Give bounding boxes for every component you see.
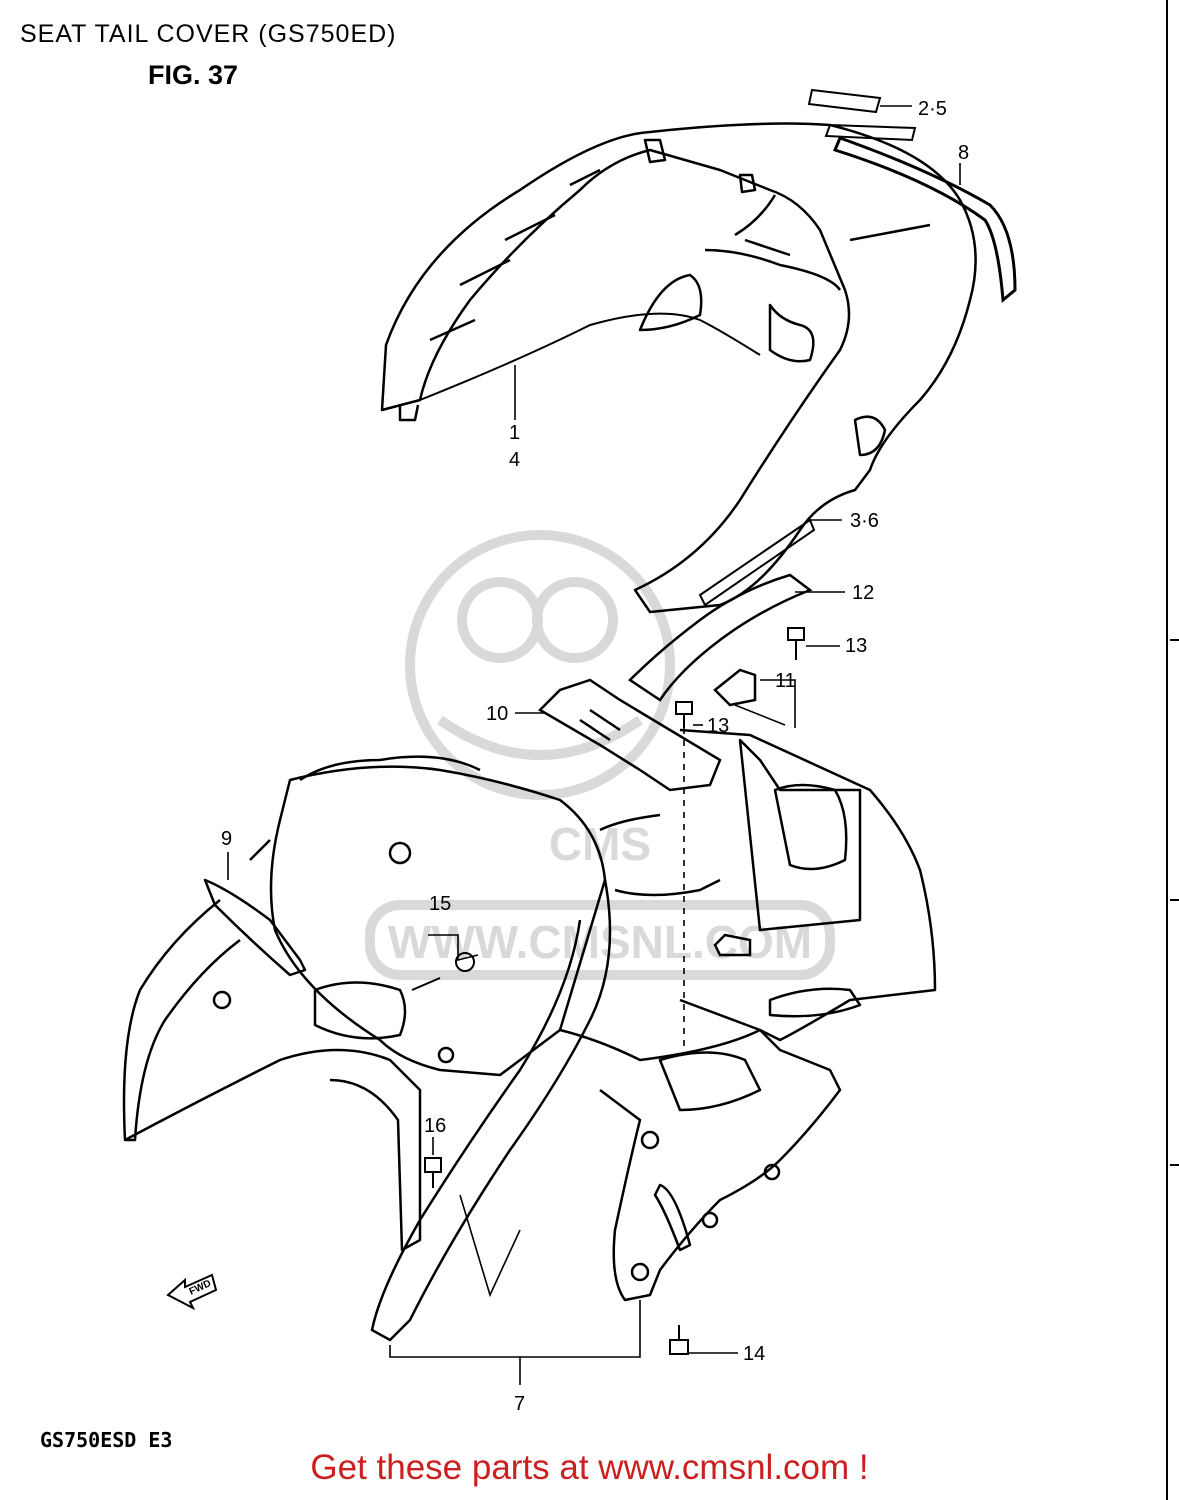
callout-8: 8 xyxy=(958,142,969,164)
part-emblem xyxy=(807,88,917,142)
part-tail-cover xyxy=(380,122,977,614)
part-stripe-decal xyxy=(698,518,816,607)
model-code: GS750ESD E3 xyxy=(40,1428,173,1452)
watermark-logo-eye-right xyxy=(532,577,618,663)
part-bracket-12 xyxy=(628,573,813,702)
part-trim-strip xyxy=(832,136,1017,303)
screw-15 xyxy=(411,977,441,991)
watermark-text: WWW.CMSNL.COM xyxy=(388,916,812,968)
diagram-title: SEAT TAIL COVER (GS750ED) xyxy=(20,20,397,48)
bolt-13b xyxy=(675,701,693,715)
bolt-16 xyxy=(424,1157,442,1173)
watermark-logo-text: CMS xyxy=(549,818,651,870)
callout-13-top: 13 xyxy=(845,635,867,657)
callout-9: 9 xyxy=(221,828,232,850)
callout-13-mid: 13 xyxy=(707,715,729,737)
watermark-logo-circle xyxy=(405,530,675,800)
watermark-logo-eye-left xyxy=(457,577,543,663)
callout-7: 7 xyxy=(514,1393,525,1415)
callout-1: 1 xyxy=(509,422,520,444)
watermark-logo-mouth xyxy=(437,715,643,760)
washer-15 xyxy=(455,952,475,972)
callout-14: 14 xyxy=(743,1343,765,1365)
callout-15: 15 xyxy=(429,893,451,915)
figure-number: FIG. 37 xyxy=(148,60,239,90)
part-rear-fender xyxy=(122,728,937,1342)
callout-3-6: 3·6 xyxy=(850,510,879,532)
part-bracket-11 xyxy=(713,668,757,957)
watermark xyxy=(365,530,835,980)
leader-lines xyxy=(227,105,961,1385)
callout-4: 4 xyxy=(509,449,520,471)
part-bolts xyxy=(411,627,805,1355)
parts-link-banner[interactable]: Get these parts at www.cmsnl.com ! xyxy=(0,1448,1179,1488)
page-edge-marks xyxy=(1166,0,1179,1500)
forward-arrow-icon: FWD xyxy=(166,1273,218,1311)
callout-16: 16 xyxy=(424,1115,446,1137)
callout-11: 11 xyxy=(775,670,796,692)
part-plate-10 xyxy=(537,678,722,792)
callout-2-5: 2·5 xyxy=(918,98,947,120)
bolt-14 xyxy=(669,1339,689,1355)
watermark-banner xyxy=(365,900,835,980)
callout-10: 10 xyxy=(486,703,508,725)
callout-12: 12 xyxy=(852,582,874,604)
parts-link-text[interactable]: Get these parts at www.cmsnl.com ! xyxy=(310,1448,869,1487)
bolt-13a xyxy=(787,627,805,641)
